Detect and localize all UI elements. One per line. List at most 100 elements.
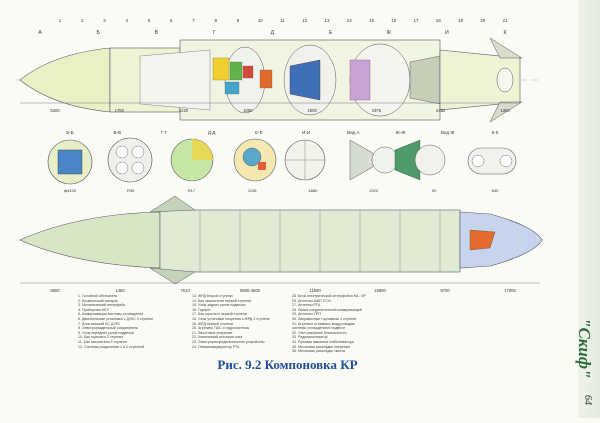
legend-item: 28. Линия соединительной коммуникаций [292,307,362,312]
callout-number: 7 [192,18,195,23]
dimension-label: 1220 [179,108,189,113]
view-label: Ж-Ж [396,130,407,135]
callout-number: 11 [280,18,285,23]
callout-number: 3 [103,18,106,23]
legend-item: 29. Антенны УРП [292,312,321,317]
legend-item: 20. Агрегаты ПАС и гидросистемы [192,326,250,331]
legend-item: 17. Бак горючего первой ступени [192,312,247,317]
page-number: 64 [582,395,593,405]
legend-item: 11. Бак окислителя 2 ступени [78,339,127,344]
side-nose-shape [19,211,161,269]
side-title: "Скиф" [575,318,594,379]
legend-item: 34. Рулевая машинка стабилизатора [292,339,354,344]
dimension-label: 1920 [369,188,379,193]
callout-number: 14 [347,18,353,23]
dimension-label: 1750 [115,108,125,113]
callout-number: 20 [480,18,486,23]
legend-item: 23. Электрораспределительное устройство [192,339,265,344]
callout-number: 21 [502,18,508,23]
view-label: Б-Б [66,130,73,135]
section-mark: Б [96,30,100,36]
dimension-label: 50 [432,188,437,193]
dimension-label: 1900 [307,108,317,113]
view-label: И-И [302,130,310,135]
callout-number: 17 [413,18,419,23]
callout-number: 6 [170,18,173,23]
callout-number: 12 [302,18,308,23]
callout-number: 19 [458,18,464,23]
dimension-label: 2452 [436,108,446,113]
top-dimension-row: 5300 1750 1220 1050 1900 1975 2452 1300 [50,108,510,113]
dimension-label: 1300 [500,108,510,113]
view-label: Вид А [347,130,359,135]
dimension-label: 11800 [309,288,321,293]
legend-item: 5. Коммуникации системы охлаждения [78,312,144,317]
view-label: Г-Г [161,130,168,135]
legend-item: 2. Космический аппарат [78,298,119,303]
dimension-label: 1050 [243,108,253,113]
section-mark: Г [213,30,216,36]
legend-item: 8. Электрораздельный соединитель [78,326,139,331]
view-zh-circle [414,144,446,176]
legend-column-3: 25. Блок электрической интерфейса КА - К… [292,294,366,354]
legend-item: 36. Механизм раскладки хвоста [292,349,346,354]
nose-fairing-shape [19,47,111,113]
callout-number: 2 [81,18,84,23]
dimension-label: R17 [188,188,196,193]
dimension-label: 7610 [180,288,190,293]
section-mark: Д [271,30,275,36]
legend-item: 21. Хвостовое оперение [192,330,233,335]
legend-item: 35. Механизм раскладки оперения [292,344,350,349]
dimension-label: 5500 [50,288,60,293]
side-hull-shape [159,209,461,273]
right-margin-strip [578,0,600,418]
dimension-label: 15800 [374,288,386,293]
callout-number: 5 [148,18,151,23]
legend-item: 32. Узел разъёмов безопасности [292,330,347,335]
section-mark: Ж [386,30,391,36]
view-label: В-В [113,130,121,135]
legend-item: 13. ЖРД второй ступени [192,294,233,298]
side-fairing-shape [459,211,543,269]
callout-number: 9 [237,18,240,23]
view-a-wing [349,139,386,181]
dimension-label: 840 [492,188,499,193]
callout-number: 10 [258,18,264,23]
dimension-label: 9700 [440,288,450,293]
legend-item: 12. Система разделения 1 и 2 ступеней [78,344,145,349]
callout-number: 8 [214,18,217,23]
section-mark: И [445,30,449,36]
view-label: Вид Ж [441,130,455,135]
view-v-circle [107,137,153,183]
legend-item: 26. Антенны АШП ССН [292,298,331,303]
view-k-shape [467,147,517,175]
legend-item: 25. Блок электрической интерфейса КА - К… [292,294,366,298]
view-label: Е-Е [255,130,263,135]
legend-item: 9. Узлы передних узлов подвески [78,330,134,335]
dimension-label: 17000 [504,288,516,293]
bottom-dimension-row: 5500 1460 7610 6500-4600 11800 15800 9700 17000 [50,288,516,293]
dimension-label: 1975 [372,108,382,113]
dimension-label: 6500-4600 [240,288,261,293]
section-mark: В [155,30,159,36]
legend-item: 31. Агрегаты отъемных воздуховодов [292,321,355,326]
legend-item: 30. Заправочные горловины 2 ступени [292,316,357,321]
legend-item: 24. Пневмоаккумулятор РТА [192,344,240,349]
legend-item: 6. Двигательная установка с ДУКС 3 ступе… [78,316,153,321]
dimension-label: 5300 [50,108,60,113]
legend-item: 10. Бак горючего 2 ступени [78,335,124,340]
legend-item: 19. ЖРД первой ступени [192,321,233,326]
dimension-label: 1460 [115,288,125,293]
dimension-label: R35 [127,188,135,193]
view-label: Д-Д [208,130,216,135]
legend-item: 18. Узлы установки опорения к ЖРД 1 ступ… [192,316,270,321]
